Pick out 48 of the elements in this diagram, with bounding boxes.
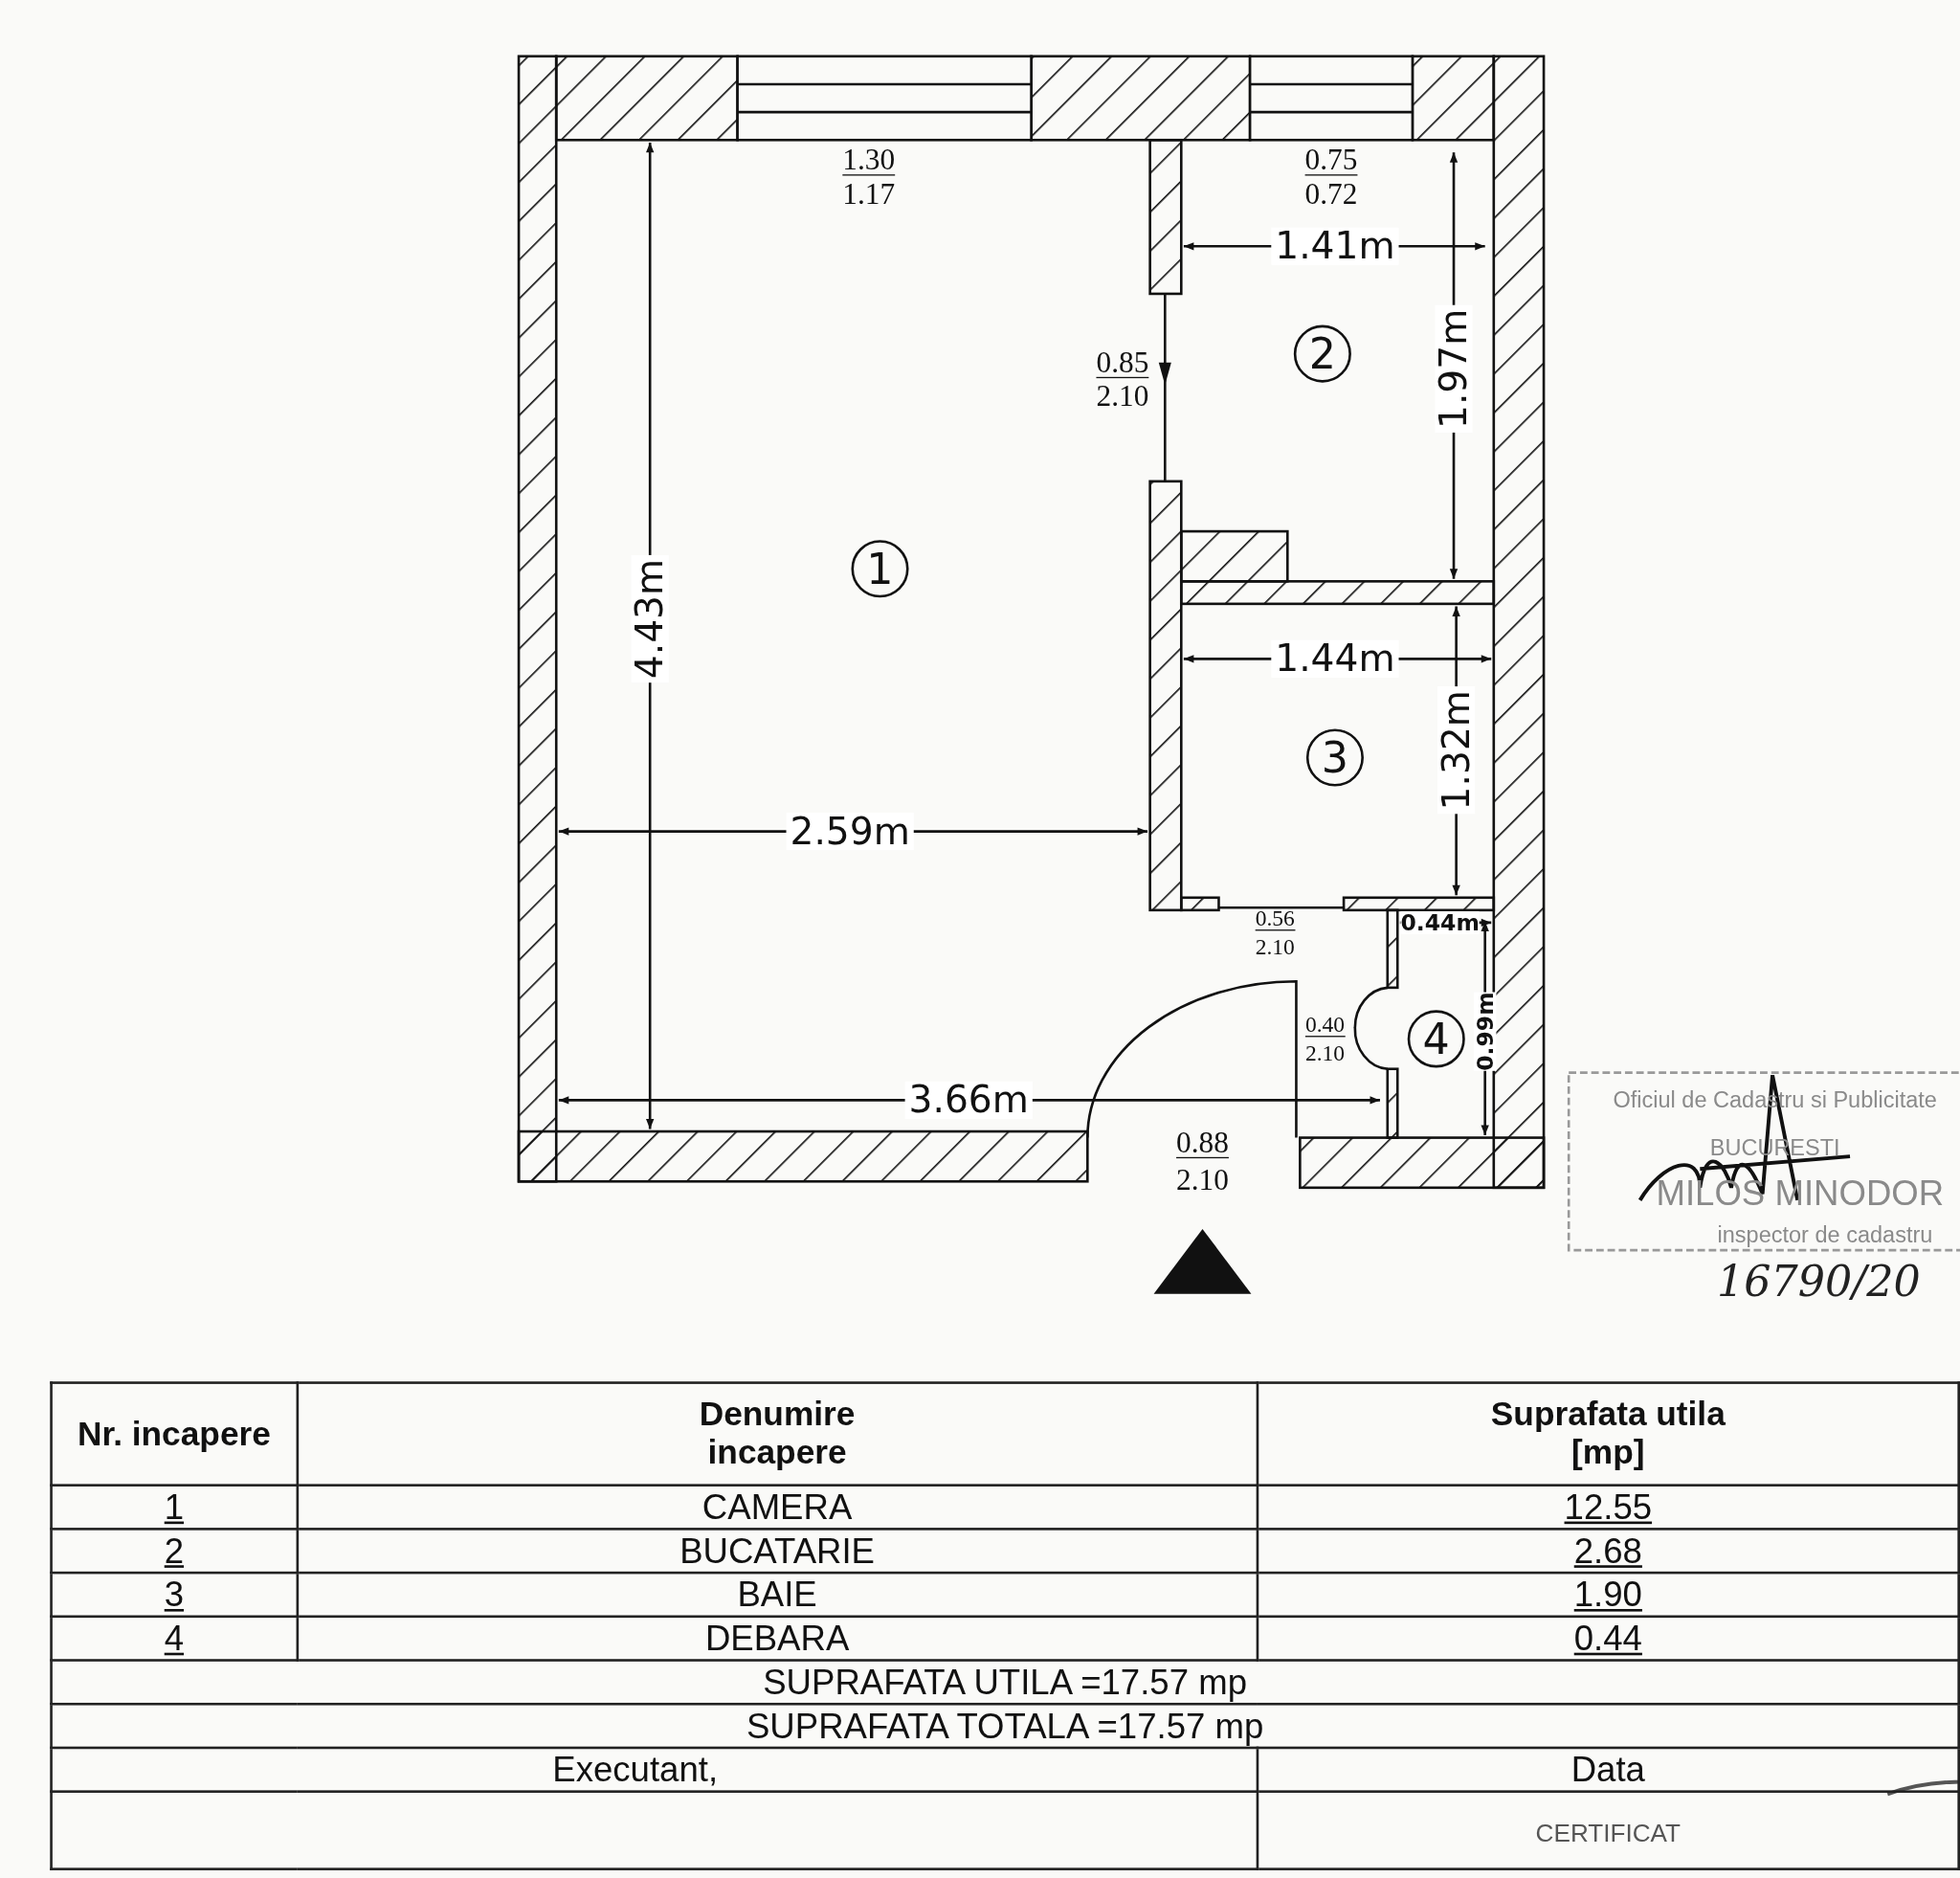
dimension-label: 1.32m: [1437, 686, 1476, 815]
column-header: Denumire incapere: [698, 1395, 857, 1473]
room-number: 4: [1407, 1010, 1465, 1068]
room-name: CAMERA: [702, 1487, 853, 1528]
opening-height: 1.17: [842, 178, 896, 210]
dimension-label: 3.66m: [904, 1081, 1033, 1119]
room-number: 2: [1293, 324, 1351, 383]
opening-height: 2.10: [1176, 1165, 1229, 1196]
room-name: DEBARA: [704, 1618, 850, 1659]
stamp-text: CERTIFICAT: [1535, 1819, 1682, 1848]
column-header: Nr. incapere: [77, 1414, 271, 1454]
opening-width: 1.30: [842, 144, 896, 176]
area-total: SUPRAFATA UTILA =17.57 mp: [763, 1662, 1247, 1703]
date-caption: Data: [1570, 1749, 1645, 1790]
dimension-label: 4.43m: [631, 554, 669, 683]
opening-height: 0.72: [1304, 178, 1358, 210]
area-value: 12.55: [1564, 1487, 1653, 1528]
room-number: 1: [851, 540, 909, 598]
opening-width: 0.88: [1176, 1127, 1229, 1159]
room-number: 4: [164, 1618, 185, 1659]
signature-caption: Executant,: [552, 1749, 719, 1790]
column-header: Suprafata utila [mp]: [1489, 1395, 1726, 1473]
area-value: 1.90: [1573, 1575, 1642, 1615]
room-number: 2: [164, 1531, 185, 1572]
room-number: 3: [1305, 728, 1364, 787]
area-value: 0.44: [1573, 1618, 1642, 1659]
room-name: BUCATARIE: [679, 1531, 875, 1572]
opening-width: 0.40: [1304, 1013, 1346, 1038]
dimension-label: 1.97m: [1435, 304, 1473, 433]
opening-width: 0.85: [1096, 347, 1149, 379]
area-value: 2.68: [1573, 1531, 1642, 1572]
opening-height: 2.10: [1255, 935, 1295, 958]
room-name: BAIE: [737, 1575, 817, 1615]
area-total: SUPRAFATA TOTALA =17.57 mp: [746, 1706, 1264, 1746]
handwritten-number: 16790/20: [1717, 1260, 1921, 1303]
dimension-label: 0.99m: [1473, 992, 1497, 1071]
opening-width: 0.75: [1304, 144, 1358, 176]
opening-height: 2.10: [1096, 381, 1149, 412]
stamp-text: MILOS MINODOR: [1656, 1176, 1945, 1212]
dimension-label: 1.44m: [1271, 639, 1399, 678]
opening-width: 0.56: [1255, 906, 1295, 931]
dimension-label: 2.59m: [786, 813, 914, 851]
dimension-label: 0.44m: [1400, 911, 1480, 934]
stamp-text: inspector de cadastru: [1717, 1223, 1933, 1247]
dimension-label: 1.41m: [1271, 227, 1399, 265]
room-number: 1: [164, 1487, 185, 1528]
room-number: 3: [164, 1575, 185, 1615]
opening-height: 2.10: [1304, 1041, 1346, 1064]
